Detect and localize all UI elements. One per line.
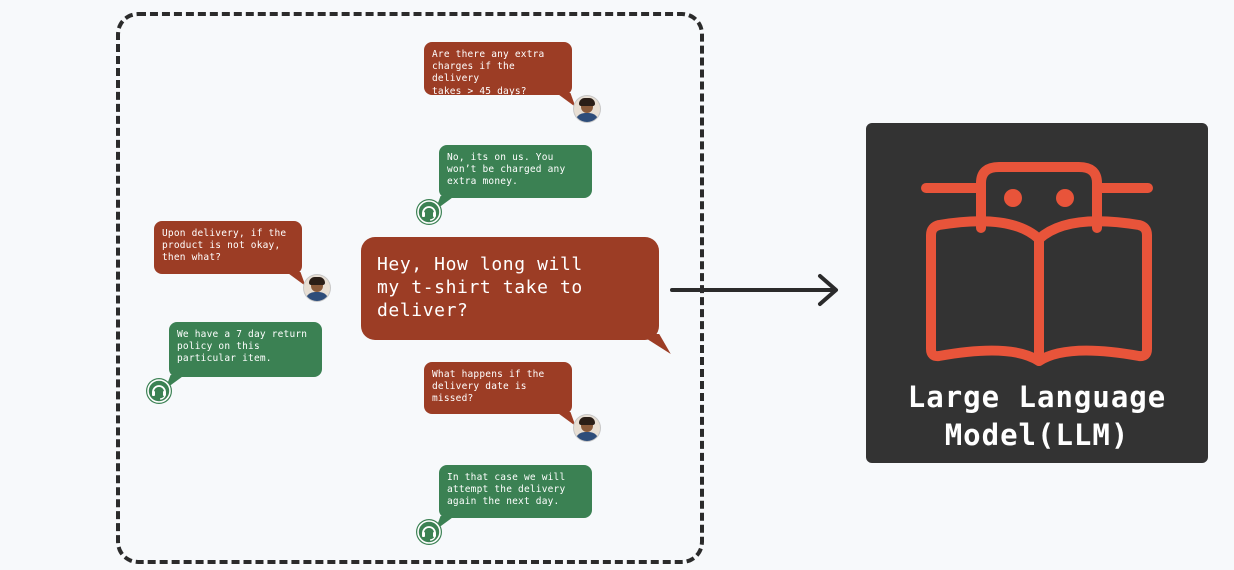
main-question-bubble: Hey, How long will my t-shirt take to de… [361, 237, 659, 340]
customer-avatar [574, 96, 600, 122]
customer-avatar [574, 415, 600, 441]
agent-message-bubble: No, its on us. You won’t be charged any … [439, 145, 592, 198]
arrow-right-icon [670, 270, 842, 314]
customer-message-bubble: Upon delivery, if the product is not oka… [154, 221, 302, 274]
headset-icon [416, 199, 442, 225]
customer-message-bubble: Are there any extra charges if the deliv… [424, 42, 572, 97]
headset-icon [146, 378, 172, 404]
llm-card: Large Language Model(LLM) [866, 123, 1208, 463]
robot-reading-book-icon [921, 143, 1153, 379]
headset-icon [416, 519, 442, 545]
llm-title: Large Language Model(LLM) [907, 380, 1167, 452]
customer-avatar [304, 275, 330, 301]
customer-message-bubble: What happens if the delivery date is mis… [424, 362, 572, 414]
agent-message-bubble: We have a 7 day return policy on this pa… [169, 322, 322, 377]
agent-message-bubble: In that case we will attempt the deliver… [439, 465, 592, 518]
